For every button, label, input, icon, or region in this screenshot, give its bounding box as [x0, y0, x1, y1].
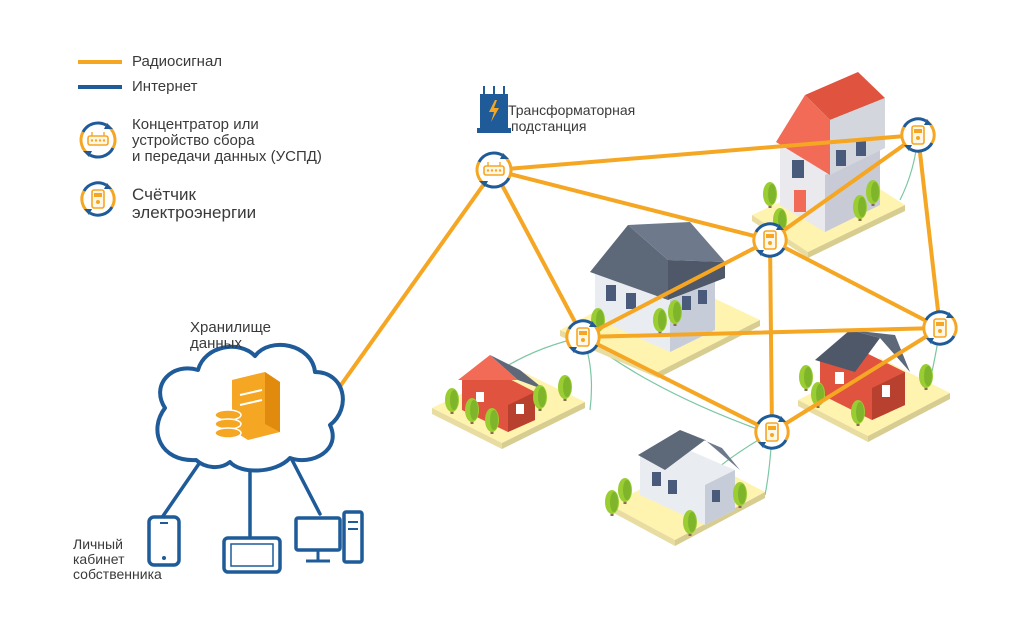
house-icon: [560, 222, 760, 378]
meter-icon: [899, 116, 937, 154]
legend-radio-label: Радиосигнал: [132, 53, 223, 70]
tablet-icon: [222, 536, 282, 574]
meter-icon: [564, 318, 602, 356]
meter-icon: [79, 180, 117, 218]
meter-icon: [751, 221, 789, 259]
desktop-icon: [294, 510, 364, 564]
concentrator-icon: [474, 150, 514, 190]
house-icon: [798, 330, 950, 442]
concentrator-icon: [78, 120, 118, 160]
meter-icon: [753, 413, 791, 451]
house-icon: [605, 430, 765, 546]
legend-internet-label: Интернет: [132, 78, 198, 95]
meter-icon: [921, 309, 959, 347]
radio-links: [334, 133, 942, 434]
substation-icon: [477, 86, 511, 133]
house-icon: [432, 355, 585, 449]
legend: [78, 60, 122, 218]
server-icon: [214, 372, 280, 440]
internet-links: [161, 453, 322, 539]
phone-icon: [147, 515, 181, 567]
